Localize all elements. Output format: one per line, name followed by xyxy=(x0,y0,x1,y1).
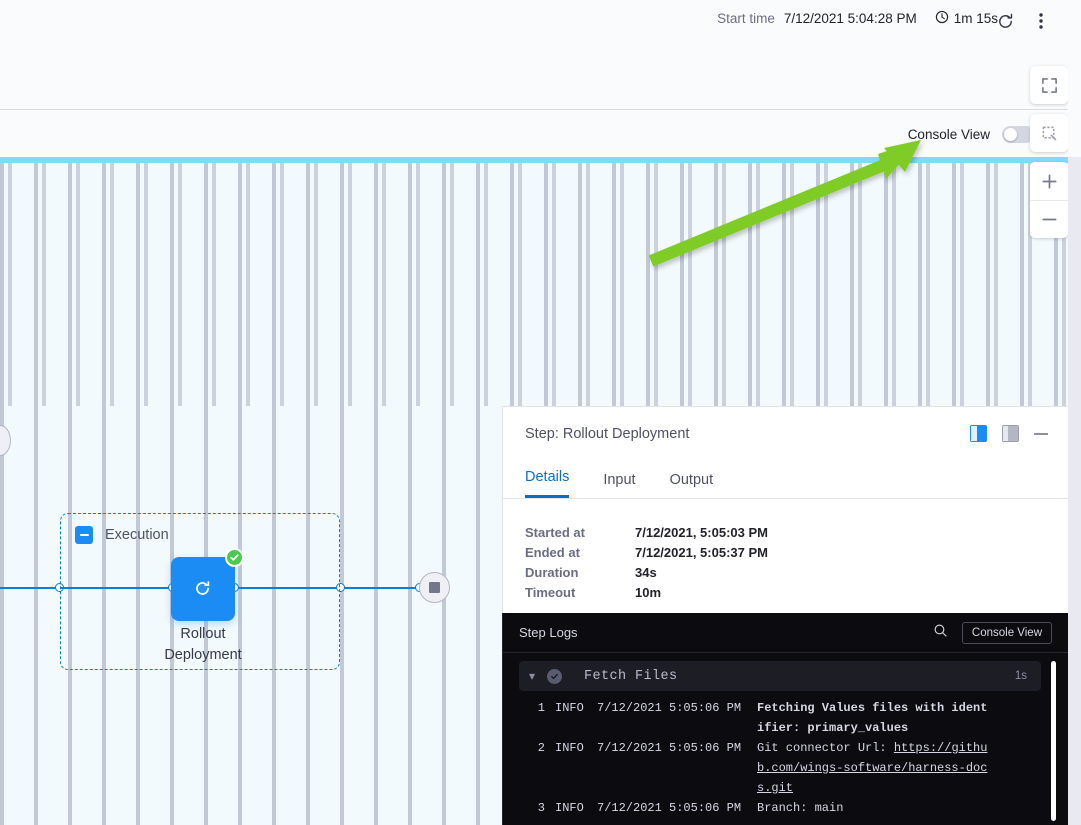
log-line-number: 3 xyxy=(537,801,545,815)
log-line-link[interactable]: https://github.com/wings-software/harnes… xyxy=(757,741,988,795)
log-lines: 1 INFO 7/12/2021 5:05:06 PM Fetching Val… xyxy=(519,691,1068,818)
log-line-message: Branch: main xyxy=(757,801,844,815)
step-detail-panel: Step: Rollout Deployment Details Input O… xyxy=(502,406,1068,613)
tab-input[interactable]: Input xyxy=(603,472,636,488)
tab-output[interactable]: Output xyxy=(669,472,714,488)
detail-value: 10m xyxy=(635,585,662,600)
crop-select-icon xyxy=(1042,126,1056,140)
log-line-time: 7/12/2021 5:05:06 PM xyxy=(597,701,742,715)
minus-icon xyxy=(1041,218,1057,221)
console-view-bar: Console View xyxy=(0,111,1068,157)
clock-icon xyxy=(935,10,949,27)
canvas-controls xyxy=(1030,66,1068,238)
log-scrollbar[interactable] xyxy=(1051,661,1056,821)
log-line-level: INFO xyxy=(555,741,584,755)
edge-incoming xyxy=(0,587,60,589)
fullscreen-icon xyxy=(1041,77,1057,93)
log-line-time: 7/12/2021 5:05:06 PM xyxy=(597,801,742,815)
port-group-out xyxy=(336,583,345,592)
step-detail-body: Started at 7/12/2021, 5:05:03 PM Ended a… xyxy=(503,507,1068,603)
step-node-rollout-deployment[interactable] xyxy=(171,548,244,621)
pipeline-canvas[interactable] xyxy=(0,157,1068,406)
stop-square-icon xyxy=(429,582,440,593)
start-time-label: Start time xyxy=(717,11,775,26)
canvas-grid-lower xyxy=(0,406,502,825)
page-scroll-gutter-top xyxy=(1068,0,1081,157)
log-line: 3 INFO 7/12/2021 5:05:06 PM Branch: main xyxy=(519,798,1068,818)
tab-details[interactable]: Details xyxy=(525,469,570,498)
step-logs-panel: Step Logs Console View ▾ Fetch Files 1s … xyxy=(502,613,1068,825)
logs-console-view-button[interactable]: Console View xyxy=(961,621,1052,644)
header-actions xyxy=(992,8,1054,34)
page-scroll-gutter[interactable] xyxy=(1068,0,1081,825)
step-logs-title: Step Logs xyxy=(519,625,578,640)
panel-split-layout-icon[interactable] xyxy=(1002,425,1019,442)
detail-key: Ended at xyxy=(525,545,580,560)
check-circle-icon xyxy=(225,548,244,567)
collapse-minus-icon[interactable] xyxy=(75,526,93,544)
check-circle-filled-icon xyxy=(547,668,562,684)
pipeline-canvas-lower[interactable] xyxy=(0,406,502,825)
edge-step-to-end xyxy=(235,587,420,589)
log-line: 1 INFO 7/12/2021 5:05:06 PM Fetching Val… xyxy=(519,698,1068,738)
step-detail-header: Step: Rollout Deployment xyxy=(503,407,1068,459)
log-section-duration: 1s xyxy=(1014,670,1027,682)
panel-right-layout-icon[interactable] xyxy=(970,425,987,442)
duration-value: 1m 15s xyxy=(953,11,998,26)
step-node-label: Rollout Deployment xyxy=(164,626,242,663)
detail-row: Started at 7/12/2021, 5:05:03 PM xyxy=(525,523,1046,543)
detail-key: Timeout xyxy=(525,585,576,600)
zoom-out-button[interactable] xyxy=(1030,200,1068,238)
log-line-time: 7/12/2021 5:05:06 PM xyxy=(597,741,742,755)
log-line: 2 INFO 7/12/2021 5:05:06 PM Git connecto… xyxy=(519,738,1068,798)
canvas-grid xyxy=(0,163,1068,406)
step-detail-title: Step: Rollout Deployment xyxy=(525,426,690,442)
step-detail-header-actions xyxy=(970,425,1048,442)
chevron-down-icon[interactable]: ▾ xyxy=(529,669,536,683)
execution-group-title: Execution xyxy=(105,527,169,543)
step-logs-header: Step Logs Console View xyxy=(503,613,1068,653)
log-section-name: Fetch Files xyxy=(584,668,678,684)
plus-icon xyxy=(1041,173,1057,189)
log-line-message-prefix: Git connector Url: xyxy=(757,741,894,755)
step-detail-tabs: Details Input Output xyxy=(503,459,1068,499)
fit-to-screen-button[interactable] xyxy=(1030,66,1068,104)
log-line-message: Git connector Url: https://github.com/wi… xyxy=(757,738,989,798)
toggle-knob xyxy=(1004,127,1017,141)
log-line-message: Fetching Values files with identifier: p… xyxy=(757,701,988,735)
minimize-icon[interactable] xyxy=(1034,432,1048,435)
detail-row: Ended at 7/12/2021, 5:05:37 PM xyxy=(525,543,1046,563)
detail-value: 7/12/2021, 5:05:37 PM xyxy=(635,545,768,560)
zoom-controls xyxy=(1030,162,1068,238)
log-line-level: INFO xyxy=(555,701,584,715)
detail-value: 34s xyxy=(635,565,657,580)
start-time-value: 7/12/2021 5:04:28 PM xyxy=(783,11,917,26)
detail-value: 7/12/2021, 5:05:03 PM xyxy=(635,525,768,540)
step-logs-header-actions: Console View xyxy=(933,621,1052,644)
execution-group[interactable]: Execution xyxy=(60,513,340,670)
log-line-number: 1 xyxy=(537,701,545,715)
execution-header: Start time 7/12/2021 5:04:28 PM 1m 15s xyxy=(0,0,1068,110)
console-view-label: Console View xyxy=(907,126,990,142)
log-line-level: INFO xyxy=(555,801,584,815)
execution-group-header: Execution xyxy=(75,526,169,544)
detail-key: Duration xyxy=(525,565,579,580)
detail-row: Duration 34s xyxy=(525,563,1046,583)
search-icon[interactable] xyxy=(933,623,948,643)
zoom-in-button[interactable] xyxy=(1030,162,1068,200)
execution-meta: Start time 7/12/2021 5:04:28 PM 1m 15s xyxy=(717,10,998,27)
duration-group: 1m 15s xyxy=(935,10,998,27)
rollout-deployment-icon xyxy=(196,580,210,596)
detail-key: Started at xyxy=(525,525,585,540)
refresh-icon[interactable] xyxy=(992,8,1018,34)
edge-group-to-step xyxy=(60,587,171,589)
log-section-fetch-files[interactable]: ▾ Fetch Files 1s xyxy=(519,661,1041,691)
log-line-number: 2 xyxy=(537,741,545,755)
select-area-button[interactable] xyxy=(1030,114,1068,152)
more-vertical-icon[interactable] xyxy=(1028,8,1054,34)
console-view-toggle[interactable] xyxy=(1002,125,1034,143)
detail-row: Timeout 10m xyxy=(525,583,1046,603)
step-logs-body[interactable]: ▾ Fetch Files 1s 1 INFO 7/12/2021 5:05:0… xyxy=(503,653,1068,825)
end-node[interactable] xyxy=(419,572,450,603)
